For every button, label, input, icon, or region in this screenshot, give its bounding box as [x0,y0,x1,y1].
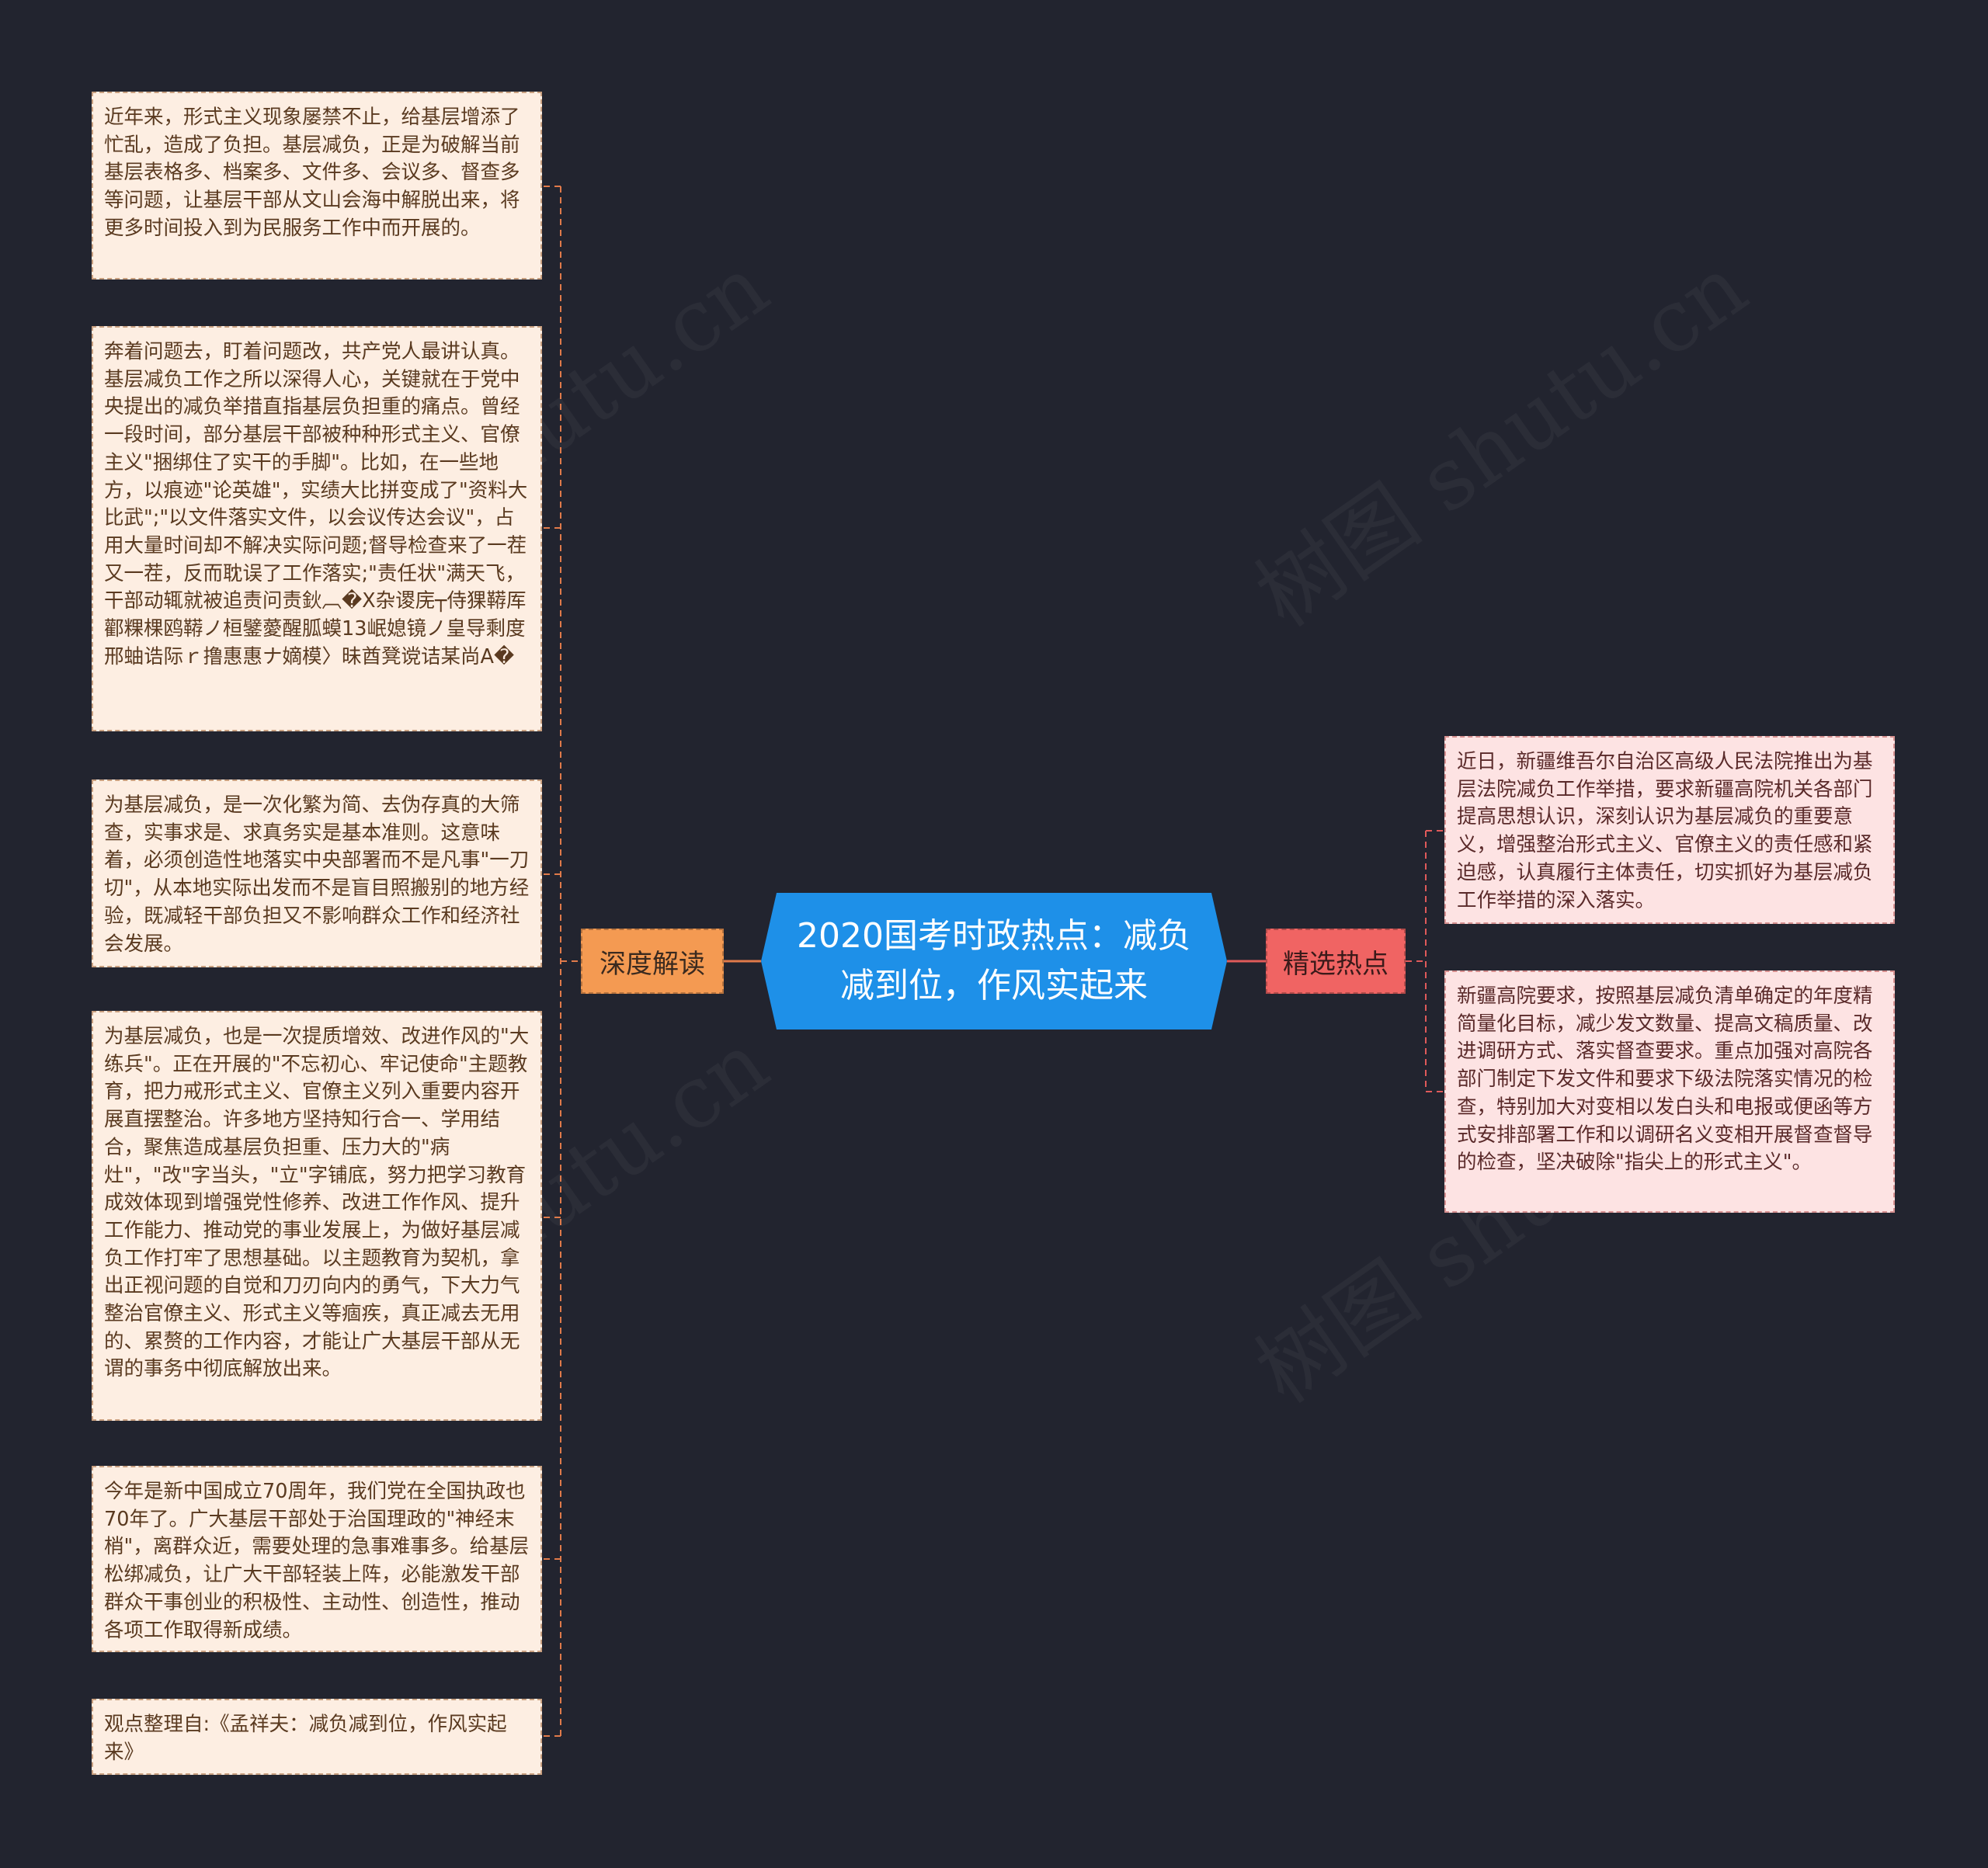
leaf-node[interactable]: 为基层减负，是一次化繁为简、去伪存真的大筛查，实事求是、求真务实是基本准则。这意… [92,779,542,967]
leaf-node[interactable]: 奔着问题去，盯着问题改，共产党人最讲认真。基层减负工作之所以深得人心，关键就在于… [92,326,542,731]
right-connectors [1406,830,1444,1092]
leaf-node[interactable]: 观点整理自:《孟祥夫：减负减到位，作风实起来》 [92,1699,542,1775]
central-topic[interactable]: 2020国考时政热点：减负减到位，作风实起来 [761,893,1227,1029]
leaf-node[interactable]: 今年是新中国成立70周年，我们党在全国执政也70年了。广大基层干部处于治国理政的… [92,1466,542,1652]
leaf-node[interactable]: 新疆高院要求，按照基层减负清单确定的年度精简量化目标，减少发文数量、提高文稿质量… [1444,970,1895,1213]
left-connectors [544,186,581,1737]
leaf-node[interactable]: 近年来，形式主义现象屡禁不止，给基层增添了忙乱，造成了负担。基层减负，正是为破解… [92,92,542,280]
leaf-node[interactable]: 近日，新疆维吾尔自治区高级人民法院推出为基层法院减负工作举措，要求新疆高院机关各… [1444,736,1895,924]
branch-selected-hotspots[interactable]: 精选热点 [1266,929,1406,994]
branch-deep-analysis[interactable]: 深度解读 [581,929,724,994]
leaf-node[interactable]: 为基层减负，也是一次提质增效、改进作风的"大练兵"。正在开展的"不忘初心、牢记使… [92,1011,542,1421]
